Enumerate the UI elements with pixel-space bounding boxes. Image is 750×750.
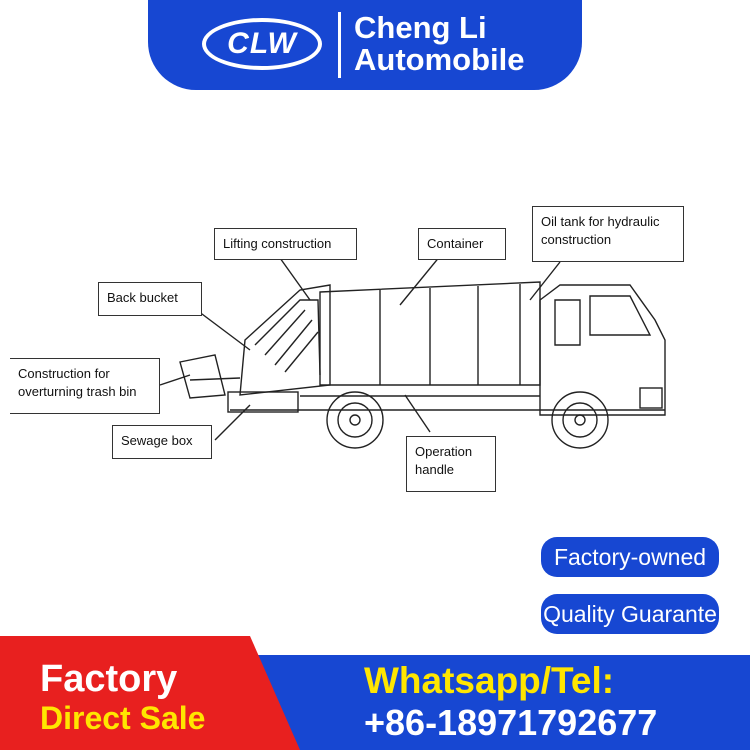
phone-number: +86-18971792677 bbox=[364, 702, 658, 743]
brand-name-line2: Automobile bbox=[354, 42, 525, 77]
label-text: Container bbox=[427, 236, 484, 251]
front-wheel bbox=[551, 391, 609, 449]
label-text-line2: overturning trash bin bbox=[18, 384, 137, 399]
quality-badge: Quality Guarante bbox=[541, 594, 719, 634]
label-text-line1: Construction for bbox=[18, 366, 110, 381]
overturning-mechanism bbox=[179, 354, 226, 399]
label-oil-tank: Oil tank for hydraulic construction bbox=[532, 206, 684, 262]
back-bucket bbox=[239, 284, 331, 396]
direct-sale-heading: Direct Sale bbox=[40, 700, 206, 736]
rear-wheel bbox=[326, 391, 384, 449]
logo-text: CLW bbox=[227, 27, 297, 60]
logo: CLW bbox=[202, 18, 322, 70]
label-lifting-construction: Lifting construction bbox=[214, 228, 357, 260]
factory-heading: Factory bbox=[40, 658, 178, 700]
label-text-line1: Operation bbox=[415, 444, 473, 459]
label-text-line2: construction bbox=[541, 232, 612, 247]
label-text: Back bucket bbox=[107, 290, 178, 305]
factory-owned-badge: Factory-owned bbox=[541, 537, 719, 577]
label-text: Lifting construction bbox=[223, 236, 332, 251]
label-container: Container bbox=[418, 228, 506, 260]
label-text-line1: Oil tank for hydraulic bbox=[541, 214, 660, 229]
label-back-bucket: Back bucket bbox=[98, 282, 202, 316]
truck-cab bbox=[539, 284, 666, 416]
label-overturning: Construction for overturning trash bin bbox=[10, 358, 160, 414]
label-operation-handle: Operation handle bbox=[406, 436, 496, 492]
header-banner: CLW Cheng Li Automobile bbox=[148, 0, 582, 90]
contact-label: Whatsapp/Tel: bbox=[364, 660, 615, 701]
badge-text: Quality Guarante bbox=[543, 600, 717, 627]
sewage-box-shape bbox=[227, 391, 299, 413]
footer-red-band bbox=[0, 636, 300, 750]
label-text: Sewage box bbox=[121, 433, 193, 448]
header-divider bbox=[338, 12, 341, 78]
label-sewage-box: Sewage box bbox=[112, 425, 212, 459]
badge-text: Factory-owned bbox=[553, 543, 707, 570]
brand-name-line1: Cheng Li bbox=[354, 10, 487, 45]
label-text-line2: handle bbox=[415, 462, 455, 477]
